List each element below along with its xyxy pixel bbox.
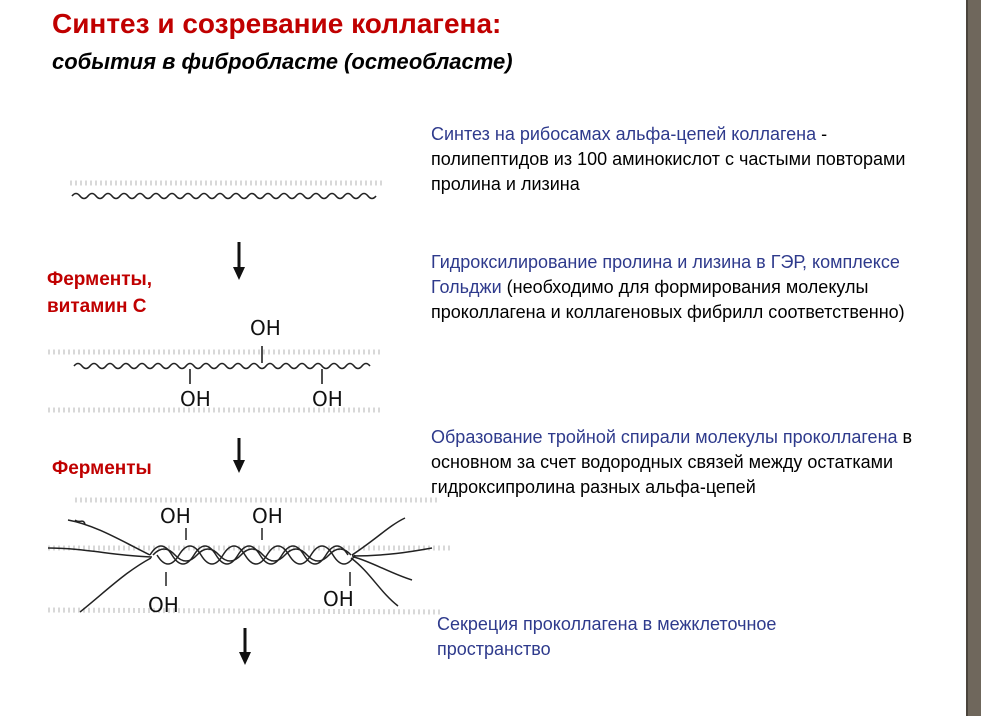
- step-detail: в основном за счет водородных связей меж…: [431, 427, 913, 497]
- arrow-down-1: [233, 242, 245, 280]
- faint-background-traces: [47, 180, 450, 615]
- enzymes-label-line2: витамин С: [47, 296, 147, 317]
- enzymes-label-line1: Ферменты,: [47, 269, 153, 290]
- step-triple-helix: Образование тройной спирали молекулы про…: [431, 425, 936, 500]
- hydroxylated-chain-wavy: [73, 362, 371, 370]
- step-highlight: Секреция проколлагена в межклеточное про…: [437, 614, 777, 659]
- step-highlight: Гидроксилирование пролина и лизина в ГЭР…: [431, 252, 900, 297]
- slide-title: Синтез и созревание коллагена:: [52, 8, 502, 39]
- step-hydroxylation: Гидроксилирование пролина и лизина в ГЭР…: [431, 250, 936, 325]
- oh-label: OH: [180, 387, 211, 411]
- slide-subtitle: события в фибробласте (остеобласте): [52, 49, 513, 74]
- triple-helix: [47, 517, 433, 613]
- slide-edge-bar: [966, 0, 981, 716]
- oh-label: OH: [312, 387, 343, 411]
- step-detail: - полипептидов из 100 аминокислот с част…: [431, 124, 906, 194]
- oh-label: OH: [148, 593, 179, 617]
- oh-label: OH: [250, 316, 281, 340]
- oh-bonds: [189, 346, 323, 384]
- alpha-chain-wavy: [71, 192, 377, 200]
- step-secretion: Секреция проколлагена в межклеточное про…: [437, 612, 857, 662]
- oh-label: OH: [252, 504, 283, 528]
- arrow-down-2: [233, 438, 245, 473]
- step-highlight: Синтез на рибосамах альфа-цепей коллаген…: [431, 124, 817, 144]
- step-detail: (необходимо для формирования молекулы пр…: [431, 277, 905, 322]
- oh-label: OH: [160, 504, 191, 528]
- step-ribosome-synthesis: Синтез на рибосамах альфа-цепей коллаген…: [431, 122, 936, 197]
- arrow-down-3: [239, 628, 251, 665]
- enzymes-label: Ферменты: [52, 458, 152, 479]
- enzymes-vitamin-c-label: Ферменты, витамин С: [47, 266, 152, 320]
- oh-label: OH: [323, 587, 354, 611]
- step-highlight: Образование тройной спирали молекулы про…: [431, 427, 898, 447]
